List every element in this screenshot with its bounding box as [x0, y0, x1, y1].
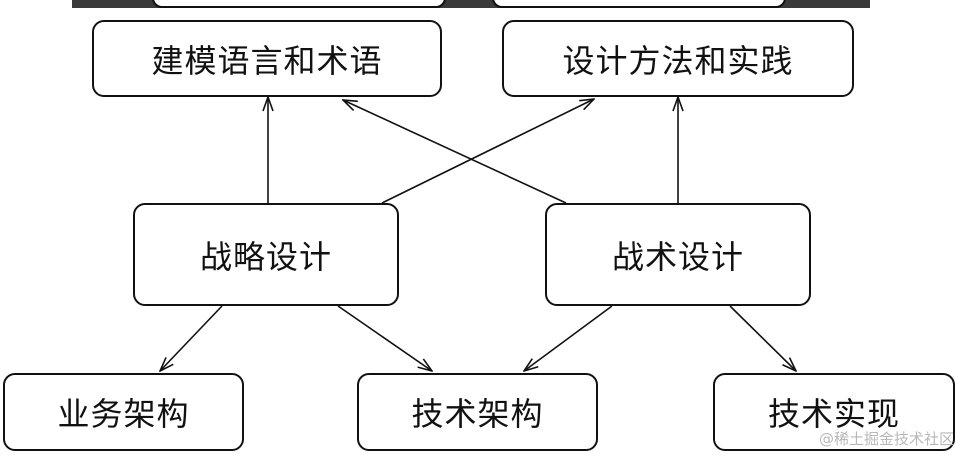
node-tactical-design: 战术设计 — [545, 203, 811, 306]
edge-strategic-to-business — [160, 305, 223, 371]
node-modeling-language: 建模语言和术语 — [92, 20, 442, 97]
top-dark-band — [72, 0, 870, 8]
node-business-architecture: 业务架构 — [3, 373, 244, 451]
watermark: @稀土掘金技术社区 — [818, 430, 954, 448]
node-label: 技术实现 — [767, 395, 900, 433]
node-technical-implementation: 技术实现 — [713, 373, 955, 451]
node-design-methods: 设计方法和实践 — [502, 20, 854, 97]
node-label: 战术设计 — [611, 237, 744, 276]
node-label: 建模语言和术语 — [151, 41, 383, 80]
edge-tactical-to-implementation — [729, 305, 796, 371]
edge-strategic-to-technical-arch — [337, 305, 432, 371]
node-label: 设计方法和实践 — [562, 41, 794, 80]
node-label: 业务架构 — [57, 395, 190, 433]
node-label: 技术架构 — [411, 395, 544, 433]
edge-tactical-to-technical-arch — [524, 305, 613, 371]
edge-strategic-to-methods — [381, 99, 594, 204]
edge-tactical-to-modeling — [343, 100, 567, 204]
node-label: 战略设计 — [199, 237, 332, 276]
node-technical-architecture: 技术架构 — [357, 373, 598, 451]
node-strategic-design: 战略设计 — [133, 203, 399, 306]
